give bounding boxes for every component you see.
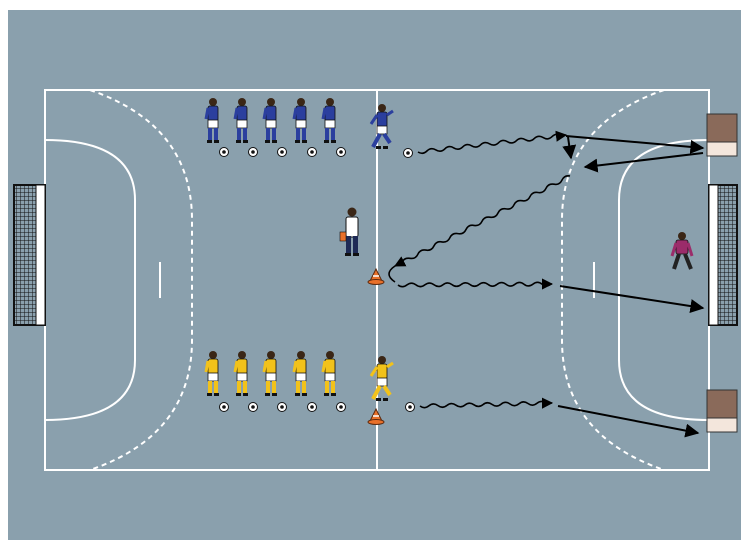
yellow-player [204, 351, 219, 396]
goal-left [13, 184, 46, 326]
ball-icon [219, 147, 229, 157]
pass-arrow [562, 136, 577, 160]
coach [339, 207, 359, 256]
figures [204, 98, 694, 425]
ball-icon [248, 402, 258, 412]
pass-arrow [583, 152, 704, 173]
blue-player [321, 98, 336, 143]
movement-paths [388, 130, 705, 438]
ball-icon [277, 402, 287, 412]
yellow-player [262, 351, 277, 396]
dribble-arrow [397, 278, 554, 290]
yellow-player [321, 351, 336, 396]
pass-arrow [565, 135, 705, 154]
dribble-arrow [419, 397, 554, 409]
cone-icon [367, 267, 385, 285]
ball-icon [307, 147, 317, 157]
ball-icon [403, 148, 413, 158]
yellow-player [233, 351, 248, 396]
pass-arrow [557, 405, 700, 438]
ball-icon [307, 402, 317, 412]
dribble-arrow [417, 130, 568, 155]
blue-player [262, 98, 277, 143]
box-bottom [706, 389, 738, 433]
blue-dribbler [369, 104, 394, 149]
dribble-arrow [394, 175, 571, 267]
blue-player [292, 98, 307, 143]
shot-arrow [559, 285, 705, 314]
goal-right [708, 184, 738, 326]
box-top [706, 113, 738, 157]
ball-icon [248, 147, 258, 157]
cone-icon [367, 407, 385, 425]
ball-icon [219, 402, 229, 412]
blue-player [204, 98, 219, 143]
ball-icon [336, 147, 346, 157]
ball-icon [277, 147, 287, 157]
yellow-player [292, 351, 307, 396]
goalkeeper [670, 232, 694, 270]
yellow-dribbler [369, 356, 394, 401]
blue-player [233, 98, 248, 143]
ball-icon [336, 402, 346, 412]
ball-icon [405, 402, 415, 412]
